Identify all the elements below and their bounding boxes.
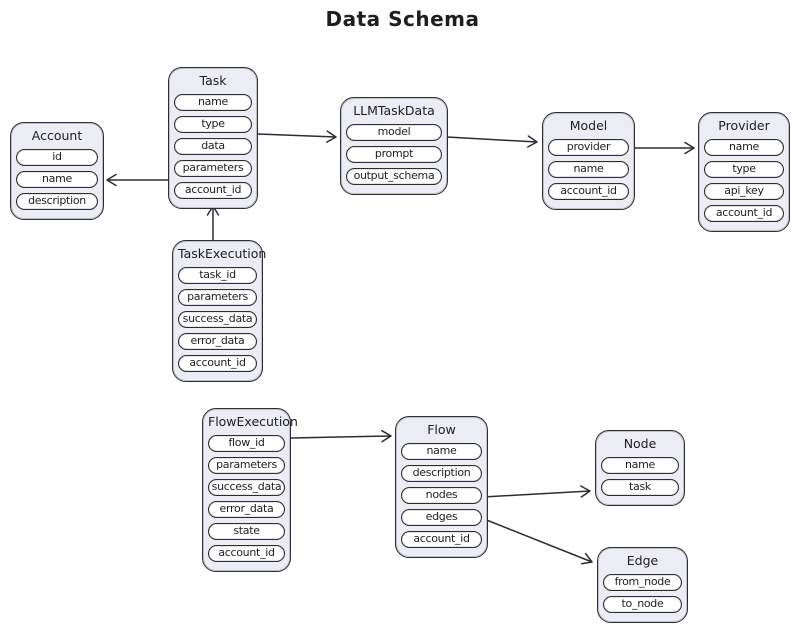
entity-edge: Edge from_node to_node [597, 547, 688, 623]
entity-field-taskexecution-error_data: error_data [178, 333, 257, 350]
entity-title-flow: Flow [427, 422, 456, 437]
entity-task: Task name type data parameters account_id [168, 67, 258, 209]
entity-field-flowexecution-error_data: error_data [208, 501, 285, 518]
entity-field-flow-description: description [401, 465, 482, 482]
entity-field-task-parameters: parameters [174, 160, 252, 177]
entity-field-provider-account_id: account_id [704, 205, 784, 222]
entity-field-edge-to_node: to_node [603, 596, 682, 613]
entity-title-account: Account [31, 128, 83, 143]
entity-title-taskexecution: TaskExecution [178, 246, 267, 261]
entity-model: Model provider name account_id [542, 112, 635, 210]
entity-field-provider-name: name [704, 139, 784, 156]
entity-field-node-name: name [601, 457, 679, 474]
entity-title-provider: Provider [718, 118, 770, 133]
entity-field-account-description: description [16, 193, 98, 210]
entity-taskexecution: TaskExecution task_id parameters success_da… [172, 240, 267, 382]
entity-field-taskexecution-task_id: task_id [178, 267, 257, 284]
entity-node: Node name task [595, 430, 685, 506]
entity-field-task-account_id: account_id [174, 182, 252, 199]
entity-field-flow-name: name [401, 443, 482, 460]
entity-field-model-name: name [548, 161, 629, 178]
arrow-flow-edges-to-edge [483, 518, 593, 565]
entity-field-flowexecution-success_data: success_data [208, 479, 285, 496]
entity-field-flow-nodes: nodes [401, 487, 482, 504]
entity-title-node: Node [623, 436, 657, 451]
entity-field-model-account_id: account_id [548, 183, 629, 200]
entity-field-flowexecution-parameters: parameters [208, 457, 285, 474]
entity-field-llmtaskdata-output_schema: output_schema [346, 168, 442, 185]
arrow-llmtaskdata-model-to-model [446, 135, 538, 148]
arrow-flow-nodes-to-node [482, 485, 591, 498]
entity-title-edge: Edge [626, 553, 659, 568]
entity-field-flowexecution-flow_id: flow_id [208, 435, 285, 452]
entity-field-llmtaskdata-prompt: prompt [346, 146, 442, 163]
entity-field-taskexecution-account_id: account_id [178, 355, 257, 372]
entity-field-task-type: type [174, 116, 252, 133]
entity-flowexecution: FlowExecution flow_id parameters success_da… [202, 408, 298, 572]
entity-field-taskexecution-success_data: success_data [178, 311, 257, 328]
entity-account: Account id name description [10, 122, 104, 220]
arrow-task-data-to-llmtaskdata [257, 130, 337, 143]
arrow-flowexecution-to-flow [290, 429, 392, 443]
entity-field-task-name: name [174, 94, 252, 111]
entity-field-taskexecution-parameters: parameters [178, 289, 257, 306]
entity-field-model-provider: provider [548, 139, 629, 156]
entity-field-llmtaskdata-model: model [346, 124, 442, 141]
entity-field-provider-api_key: api_key [704, 183, 784, 200]
entity-flow: Flow name description nodes edges account_id [395, 416, 488, 558]
entity-field-node-task: task [601, 479, 679, 496]
entity-title-model: Model [569, 118, 608, 133]
entity-llmtaskdata: LLMTaskData model prompt output_schema [340, 97, 448, 195]
entity-field-task-data: data [174, 138, 252, 155]
entity-field-edge-from_node: from_node [603, 574, 682, 591]
entity-field-account-name: name [16, 171, 98, 188]
entity-title-llmtaskdata: LLMTaskData [353, 103, 435, 118]
entity-field-flowexecution-account_id: account_id [208, 545, 285, 562]
entity-field-flow-edges: edges [401, 509, 482, 526]
entity-title-task: Task [199, 73, 227, 88]
entity-title-flowexecution: FlowExecution [208, 414, 298, 429]
entity-field-provider-type: type [704, 161, 784, 178]
entity-provider: Provider name type api_key account_id [698, 112, 790, 232]
entity-field-flow-account_id: account_id [401, 531, 482, 548]
entity-field-flowexecution-state: state [208, 523, 285, 540]
entity-field-account-id: id [16, 149, 98, 166]
diagram-title: Data Schema [325, 7, 480, 31]
